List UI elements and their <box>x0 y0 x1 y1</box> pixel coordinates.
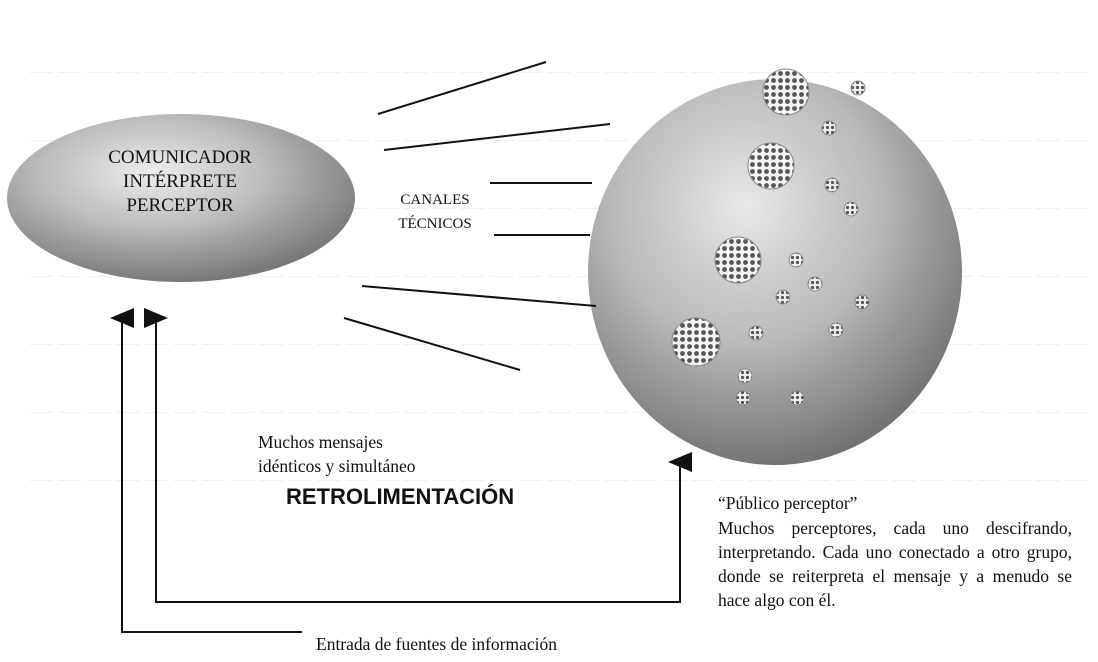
audience-group-large <box>762 68 810 116</box>
feedback-label: RETROLIMENTACIÓN <box>286 484 515 509</box>
audience-member <box>824 177 840 193</box>
audience-member <box>735 390 751 406</box>
ghost-text-line: — — — — — — — — — — — — — — — — — — — — … <box>30 58 1090 82</box>
audience-member <box>748 325 764 341</box>
messages-line-1: Muchos mensajes <box>258 432 383 452</box>
communicator-line-1: COMUNICADOR <box>108 147 252 168</box>
channels-line-2: TÉCNICOS <box>398 216 472 232</box>
channel-line <box>377 61 547 115</box>
input-sources-arrow <box>110 308 302 633</box>
audience-member <box>821 120 837 136</box>
audience-member <box>850 80 866 96</box>
input-sources-label: Entrada de fuentes de información <box>316 634 558 654</box>
audience-member <box>737 368 753 384</box>
communicator-line-2: INTÉRPRETE <box>123 171 237 192</box>
channel-line <box>361 285 597 307</box>
audience-member <box>788 252 804 268</box>
public-title: “Público perceptor” <box>718 493 858 513</box>
public-description: Muchos perceptores, cada uno descifrando… <box>718 518 1072 610</box>
audience-groups <box>671 68 870 406</box>
communicator-label: COMUNICADOR INTÉRPRETE PERCEPTOR <box>70 146 290 218</box>
audience-member <box>807 276 823 292</box>
channels-label: CANALES TÉCNICOS <box>370 188 500 236</box>
audience-member <box>843 201 859 217</box>
audience-group-large <box>714 236 762 284</box>
audience-group-large <box>747 142 795 190</box>
audience-member <box>828 322 844 338</box>
messages-line-2: idénticos y simultáneo <box>258 456 416 476</box>
audience-member <box>775 289 791 305</box>
feedback-loop-arrow <box>144 308 692 603</box>
public-ellipse <box>588 79 962 465</box>
audience-member <box>854 294 870 310</box>
channel-line <box>383 123 611 151</box>
channels-line-1: CANALES <box>400 192 470 208</box>
audience-member <box>789 390 805 406</box>
communicator-ellipse <box>7 114 355 282</box>
channel-line <box>343 317 521 371</box>
communicator-line-3: PERCEPTOR <box>126 195 234 216</box>
messages-label: Muchos mensajes idénticos y simultáneo <box>258 430 558 478</box>
audience-group-large <box>671 317 721 367</box>
feedback-arrows <box>110 308 692 633</box>
